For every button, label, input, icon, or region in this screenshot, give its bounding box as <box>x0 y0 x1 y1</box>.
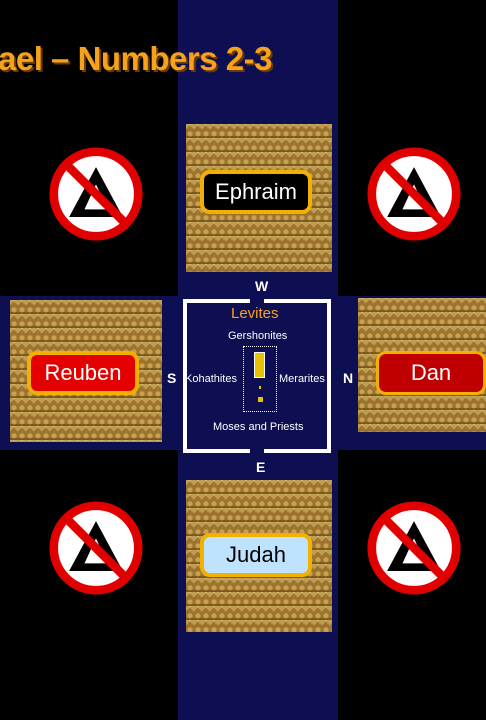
levites-enclosure <box>183 299 331 453</box>
tabernacle-tent <box>254 352 265 378</box>
tribe-judah: Judah <box>200 533 312 577</box>
merarites-label: Merarites <box>279 373 325 385</box>
levites-heading: Levites <box>231 305 279 322</box>
altar <box>258 397 263 402</box>
slide-title: ael – Numbers 2-3 <box>0 40 272 77</box>
no-camp-icon <box>49 147 143 241</box>
compass-west: W <box>255 278 269 294</box>
tabernacle-court <box>243 346 277 412</box>
moses-priests-label: Moses and Priests <box>213 421 304 433</box>
compass-east: E <box>256 459 266 475</box>
tribe-dan: Dan <box>376 351 486 395</box>
no-camp-icon <box>49 501 143 595</box>
compass-south: S <box>167 370 177 386</box>
compass-north: N <box>343 370 354 386</box>
no-camp-icon <box>367 147 461 241</box>
laver <box>259 386 261 389</box>
no-camp-icon <box>367 501 461 595</box>
tribe-reuben: Reuben <box>27 351 139 395</box>
gershonites-label: Gershonites <box>228 330 288 342</box>
kohathites-label: Kohathites <box>185 373 237 385</box>
tribe-ephraim: Ephraim <box>200 170 312 214</box>
